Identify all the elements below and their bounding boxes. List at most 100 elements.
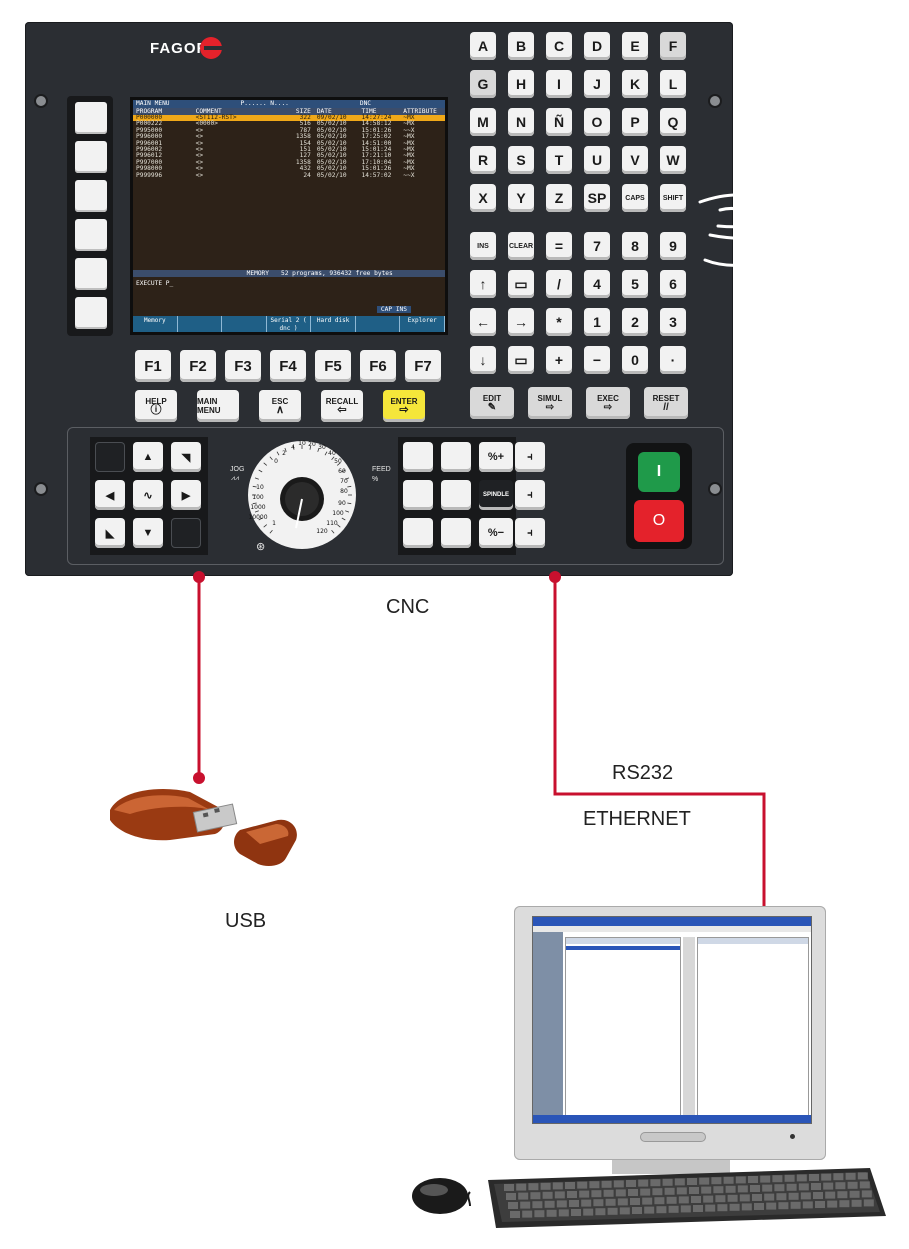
key-d[interactable]: D: [584, 32, 610, 60]
key-3[interactable]: 3: [660, 308, 686, 336]
key-2[interactable]: 2: [622, 308, 648, 336]
jog-right-key[interactable]: ▶: [171, 480, 201, 510]
edit-key[interactable]: EDIT✎: [470, 387, 514, 419]
key-k[interactable]: K: [622, 70, 648, 98]
jog-down-left-key[interactable]: ◣: [95, 518, 125, 548]
key-clear[interactable]: CLEAR: [508, 232, 534, 260]
screen-softkey-6[interactable]: [356, 316, 401, 332]
key-[interactable]: /: [546, 270, 572, 298]
key-5[interactable]: 5: [622, 270, 648, 298]
key-[interactable]: ·: [660, 346, 686, 374]
side-softkey-2[interactable]: [75, 141, 107, 173]
key-0[interactable]: 0: [622, 346, 648, 374]
key-[interactable]: =: [546, 232, 572, 260]
spindle-blank-key[interactable]: [403, 480, 433, 510]
key-p[interactable]: P: [622, 108, 648, 136]
exec-key[interactable]: EXEC⇨: [586, 387, 630, 419]
f7-key[interactable]: F7: [405, 350, 441, 382]
key-n[interactable]: N: [508, 108, 534, 136]
key-v[interactable]: V: [622, 146, 648, 174]
key-sp[interactable]: SP: [584, 184, 610, 212]
esc-key[interactable]: ESC∧: [259, 390, 301, 422]
key-y[interactable]: Y: [508, 184, 534, 212]
key-s[interactable]: S: [508, 146, 534, 174]
screen-softkey-7[interactable]: Explorer: [400, 316, 445, 332]
key-[interactable]: ▭: [508, 270, 534, 298]
jog-up-key[interactable]: ▲: [133, 442, 163, 472]
key-q[interactable]: Q: [660, 108, 686, 136]
key-z[interactable]: Z: [546, 184, 572, 212]
screen-softkey-2[interactable]: [178, 316, 223, 332]
key-r[interactable]: R: [470, 146, 496, 174]
screen-softkey-1[interactable]: Memory: [133, 316, 178, 332]
key-m[interactable]: M: [470, 108, 496, 136]
key-[interactable]: *: [546, 308, 572, 336]
key-7[interactable]: 7: [584, 232, 610, 260]
jog-up-right-key[interactable]: ◥: [171, 442, 201, 472]
key-6[interactable]: 6: [660, 270, 686, 298]
key-caps[interactable]: CAPS: [622, 184, 648, 212]
screen-softkey-3[interactable]: [222, 316, 267, 332]
key-c[interactable]: C: [546, 32, 572, 60]
f6-key[interactable]: F6: [360, 350, 396, 382]
screen-softkey-4[interactable]: Serial 2 ( dnc ): [267, 316, 312, 332]
key-e[interactable]: E: [622, 32, 648, 60]
key-ins[interactable]: INS: [470, 232, 496, 260]
key-shift[interactable]: SHIFT: [660, 184, 686, 212]
jog-down-key[interactable]: ▼: [133, 518, 163, 548]
key-f[interactable]: F: [660, 32, 686, 60]
side-softkey-6[interactable]: [75, 297, 107, 329]
key-g[interactable]: G: [470, 70, 496, 98]
key-t[interactable]: T: [546, 146, 572, 174]
jog-blank-key[interactable]: [171, 518, 201, 548]
side-softkey-5[interactable]: [75, 258, 107, 290]
key-o[interactable]: O: [584, 108, 610, 136]
gear-up-icon[interactable]: ⫞: [515, 442, 545, 472]
key-h[interactable]: H: [508, 70, 534, 98]
f1-key[interactable]: F1: [135, 350, 171, 382]
key-[interactable]: ▭: [508, 346, 534, 374]
key-[interactable]: ↓: [470, 346, 496, 374]
gear-down-icon[interactable]: ⫞: [515, 518, 545, 548]
key-4[interactable]: 4: [584, 270, 610, 298]
key-1[interactable]: 1: [584, 308, 610, 336]
side-softkey-4[interactable]: [75, 219, 107, 251]
key-ñ[interactable]: Ñ: [546, 108, 572, 136]
f3-key[interactable]: F3: [225, 350, 261, 382]
spindle-label-key[interactable]: SPINDLE: [479, 480, 513, 510]
key-w[interactable]: W: [660, 146, 686, 174]
spindle-blank-key[interactable]: [403, 442, 433, 472]
key-b[interactable]: B: [508, 32, 534, 60]
key-x[interactable]: X: [470, 184, 496, 212]
spindle-blank-key[interactable]: [441, 518, 471, 548]
key-i[interactable]: I: [546, 70, 572, 98]
simul-key[interactable]: SIMUL⇨: [528, 387, 572, 419]
key-9[interactable]: 9: [660, 232, 686, 260]
monitor-buttons[interactable]: [640, 1132, 706, 1142]
side-softkey-1[interactable]: [75, 102, 107, 134]
jog-blank-key[interactable]: [95, 442, 125, 472]
reset-key[interactable]: RESET//: [644, 387, 688, 419]
key-u[interactable]: U: [584, 146, 610, 174]
key-a[interactable]: A: [470, 32, 496, 60]
key-8[interactable]: 8: [622, 232, 648, 260]
f5-key[interactable]: F5: [315, 350, 351, 382]
jog-rapid-key[interactable]: ∿: [133, 480, 163, 510]
key-[interactable]: ←: [470, 308, 496, 336]
spindle-minus-key[interactable]: %−: [479, 518, 513, 548]
spindle-plus-key[interactable]: %+: [479, 442, 513, 472]
screen-softkey-5[interactable]: Hard disk: [311, 316, 356, 332]
f2-key[interactable]: F2: [180, 350, 216, 382]
gear-mid-icon[interactable]: ⫞: [515, 480, 545, 510]
key-[interactable]: ↑: [470, 270, 496, 298]
key-[interactable]: −: [584, 346, 610, 374]
jog-left-key[interactable]: ◀: [95, 480, 125, 510]
